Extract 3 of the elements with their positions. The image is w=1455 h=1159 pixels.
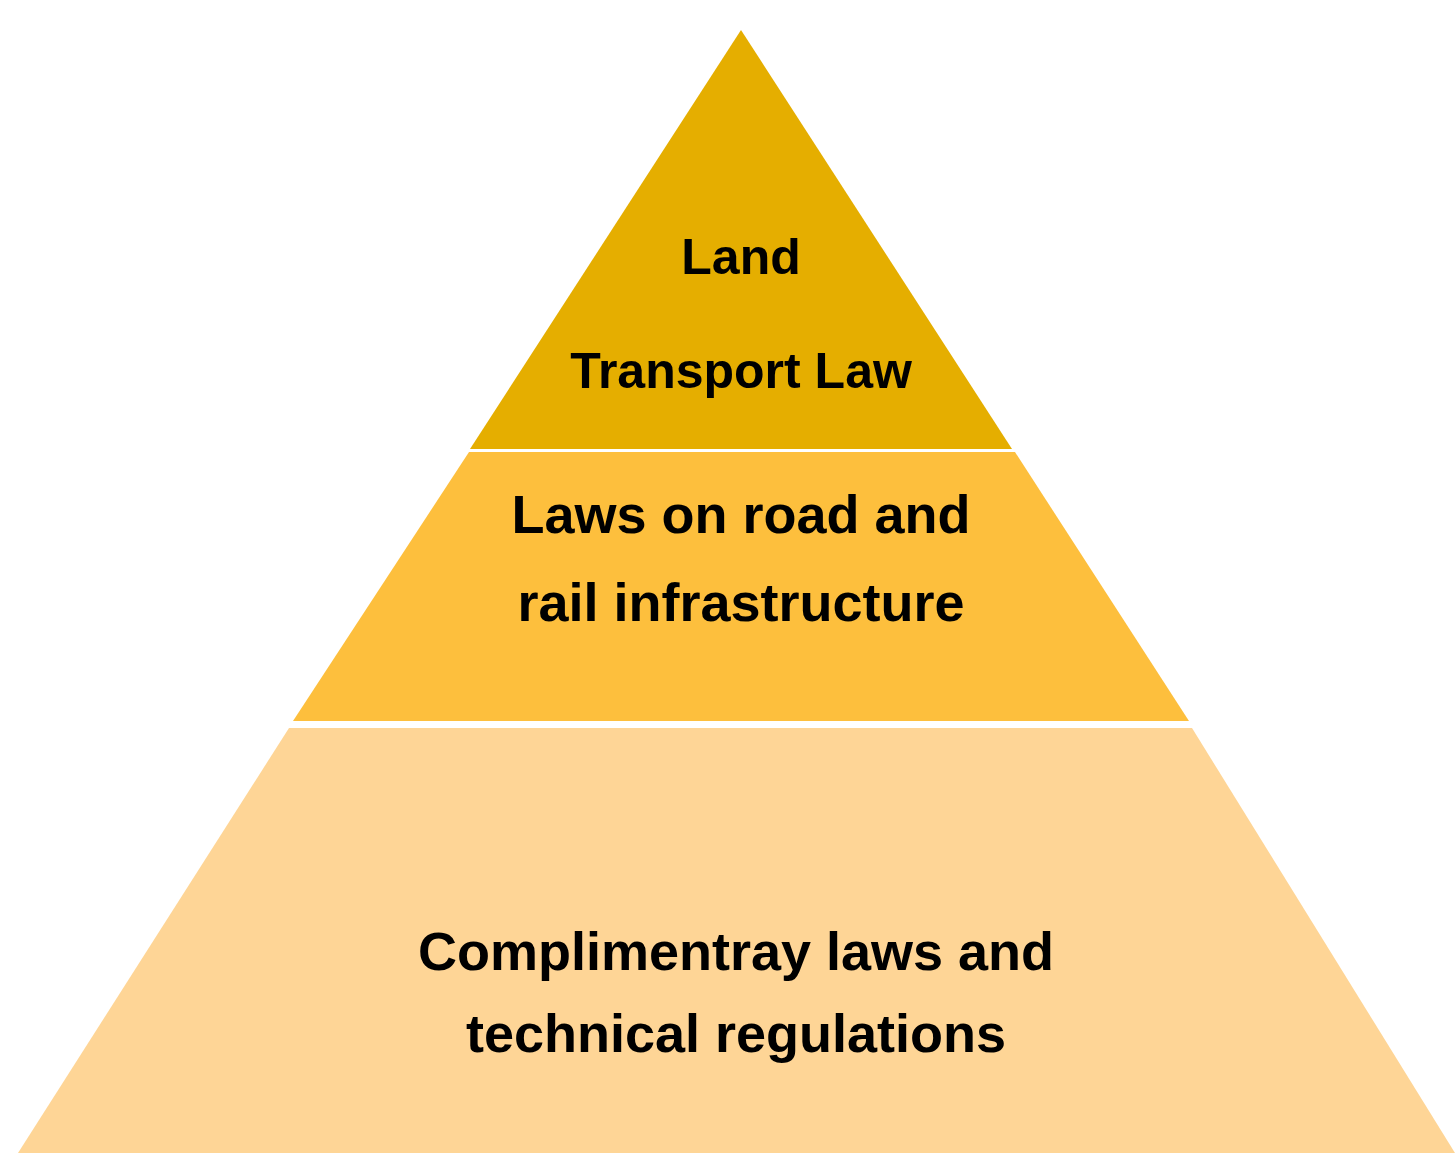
tier-label: Complimentray laws and technical regulations bbox=[416, 920, 1056, 1065]
tier-label: Land Transport Law bbox=[569, 228, 913, 401]
tier-label: Laws on road and rail infrastructure bbox=[510, 483, 972, 634]
